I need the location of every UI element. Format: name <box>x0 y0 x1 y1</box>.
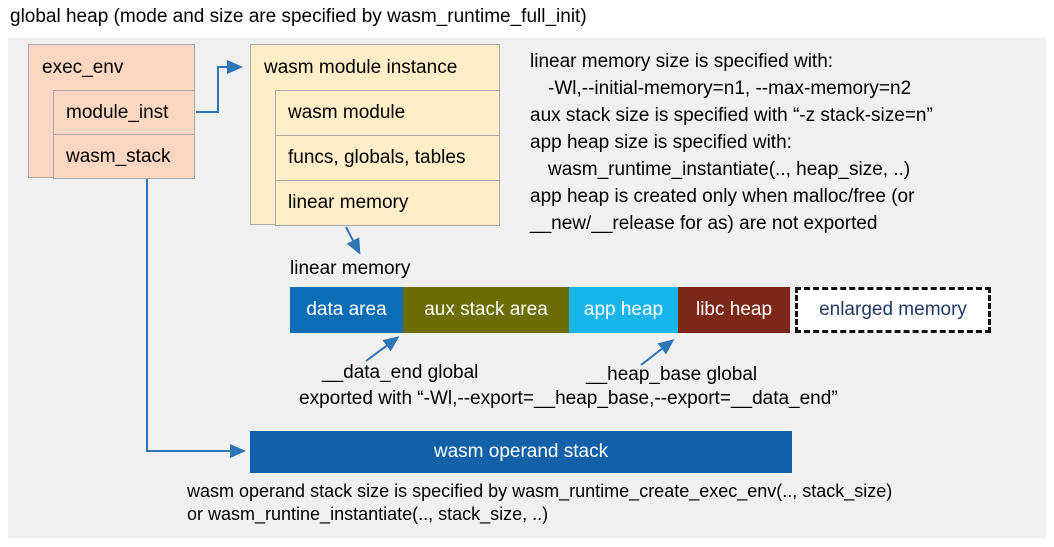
exec-env-box: exec_env module_inst wasm_stack <box>28 44 195 179</box>
note-line: app heap is created only when malloc/fre… <box>530 186 915 207</box>
operand-stack-bar: wasm operand stack <box>250 431 792 473</box>
note-line: aux stack size is specified with “-z sta… <box>530 105 933 126</box>
operand-stack-label: wasm operand stack <box>433 441 609 462</box>
wasm-stack-row: wasm_stack <box>53 134 195 179</box>
operand-stack-notes: wasm operand stack size is specified by … <box>187 480 892 526</box>
memory-size-notes: linear memory size is specified with: -W… <box>530 48 1042 237</box>
exec-env-title: exec_env <box>42 57 124 78</box>
note-line: __new/__release for as) are not exported <box>530 213 878 234</box>
note-line: app heap size is specified with: <box>530 132 792 153</box>
module-inst-row: module_inst <box>53 90 195 135</box>
heap-base-global-label: __heap_base global <box>586 364 758 385</box>
data-end-global-label: __data_end global <box>322 362 479 383</box>
note-line: linear memory size is specified with: <box>530 51 834 72</box>
note-line: -Wl,--initial-memory=n1, --max-memory=n2 <box>548 78 912 99</box>
linear-memory-label: linear memory <box>290 258 411 279</box>
note-line: wasm operand stack size is specified by … <box>187 481 893 501</box>
module-instance-box: wasm module instance wasm module funcs, … <box>250 44 500 226</box>
segment-app-heap: app heap <box>569 287 678 333</box>
module-instance-title: wasm module instance <box>264 57 458 78</box>
segment-aux-stack-area: aux stack area <box>403 287 569 333</box>
linear-memory-row: linear memory <box>275 180 500 226</box>
segment-data-area: data area <box>290 287 403 333</box>
wasm-module-row: wasm module <box>275 90 500 136</box>
funcs-globals-tables-row: funcs, globals, tables <box>275 135 500 181</box>
page-title: global heap (mode and size are specified… <box>10 6 587 27</box>
note-line: wasm_runtime_instantiate(.., heap_size, … <box>548 159 911 180</box>
segment-libc-heap: libc heap <box>678 287 790 333</box>
note-line: or wasm_runtine_instantiate(.., stack_si… <box>187 504 549 524</box>
export-note: exported with “-Wl,--export=__heap_base,… <box>299 388 838 409</box>
enlarged-memory-box: enlarged memory <box>795 287 991 333</box>
